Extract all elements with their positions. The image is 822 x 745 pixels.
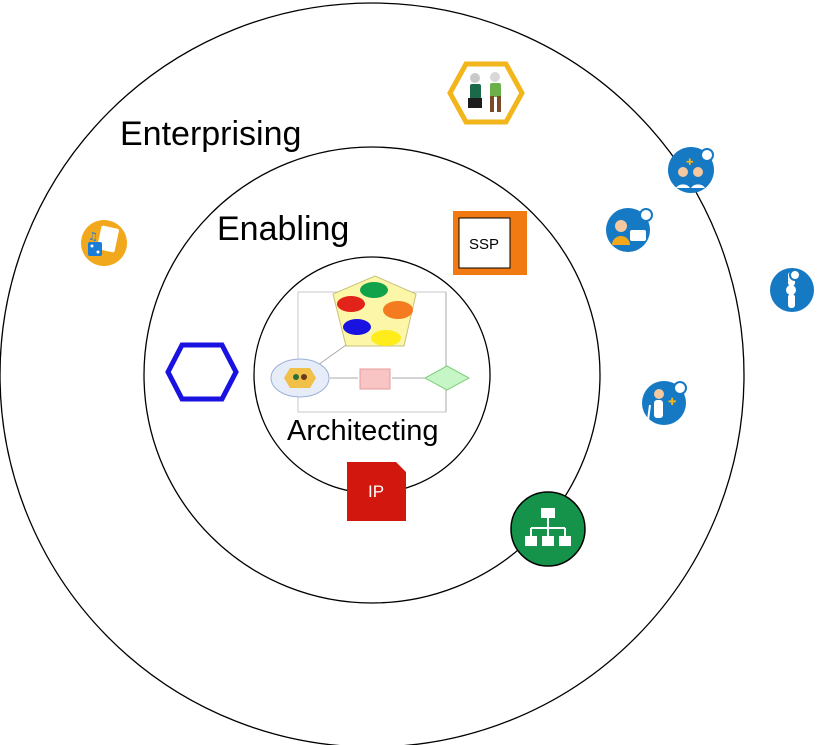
elderly-walker-search-icon: ✚ <box>642 381 687 425</box>
outer-ring <box>0 2 745 745</box>
architecting-label: Architecting <box>287 415 439 447</box>
svg-text:✚: ✚ <box>686 158 694 168</box>
enabling-label: Enabling <box>217 210 349 248</box>
games-cards-dice-icon: ♫ <box>81 220 127 266</box>
enterprising-label: Enterprising <box>120 115 301 153</box>
ip-badge: IP <box>347 462 406 521</box>
group-health-search-icon: ✚ <box>668 147 714 193</box>
doctor-consult-search-icon <box>606 208 653 252</box>
middle-ring <box>143 146 601 604</box>
org-chart-icon <box>510 491 586 567</box>
ip-label: IP <box>368 482 384 501</box>
knee-joint-search-icon <box>770 268 814 312</box>
ssp-badge: SSP <box>453 211 527 275</box>
empty-blue-hexagon-icon <box>165 342 239 402</box>
svg-text:✚: ✚ <box>668 397 676 408</box>
ssp-label: SSP <box>469 236 499 253</box>
svg-text:♫: ♫ <box>88 230 98 243</box>
process-flow-diagram-icon <box>270 275 471 413</box>
elderly-couple-hexagon-icon <box>447 61 525 125</box>
